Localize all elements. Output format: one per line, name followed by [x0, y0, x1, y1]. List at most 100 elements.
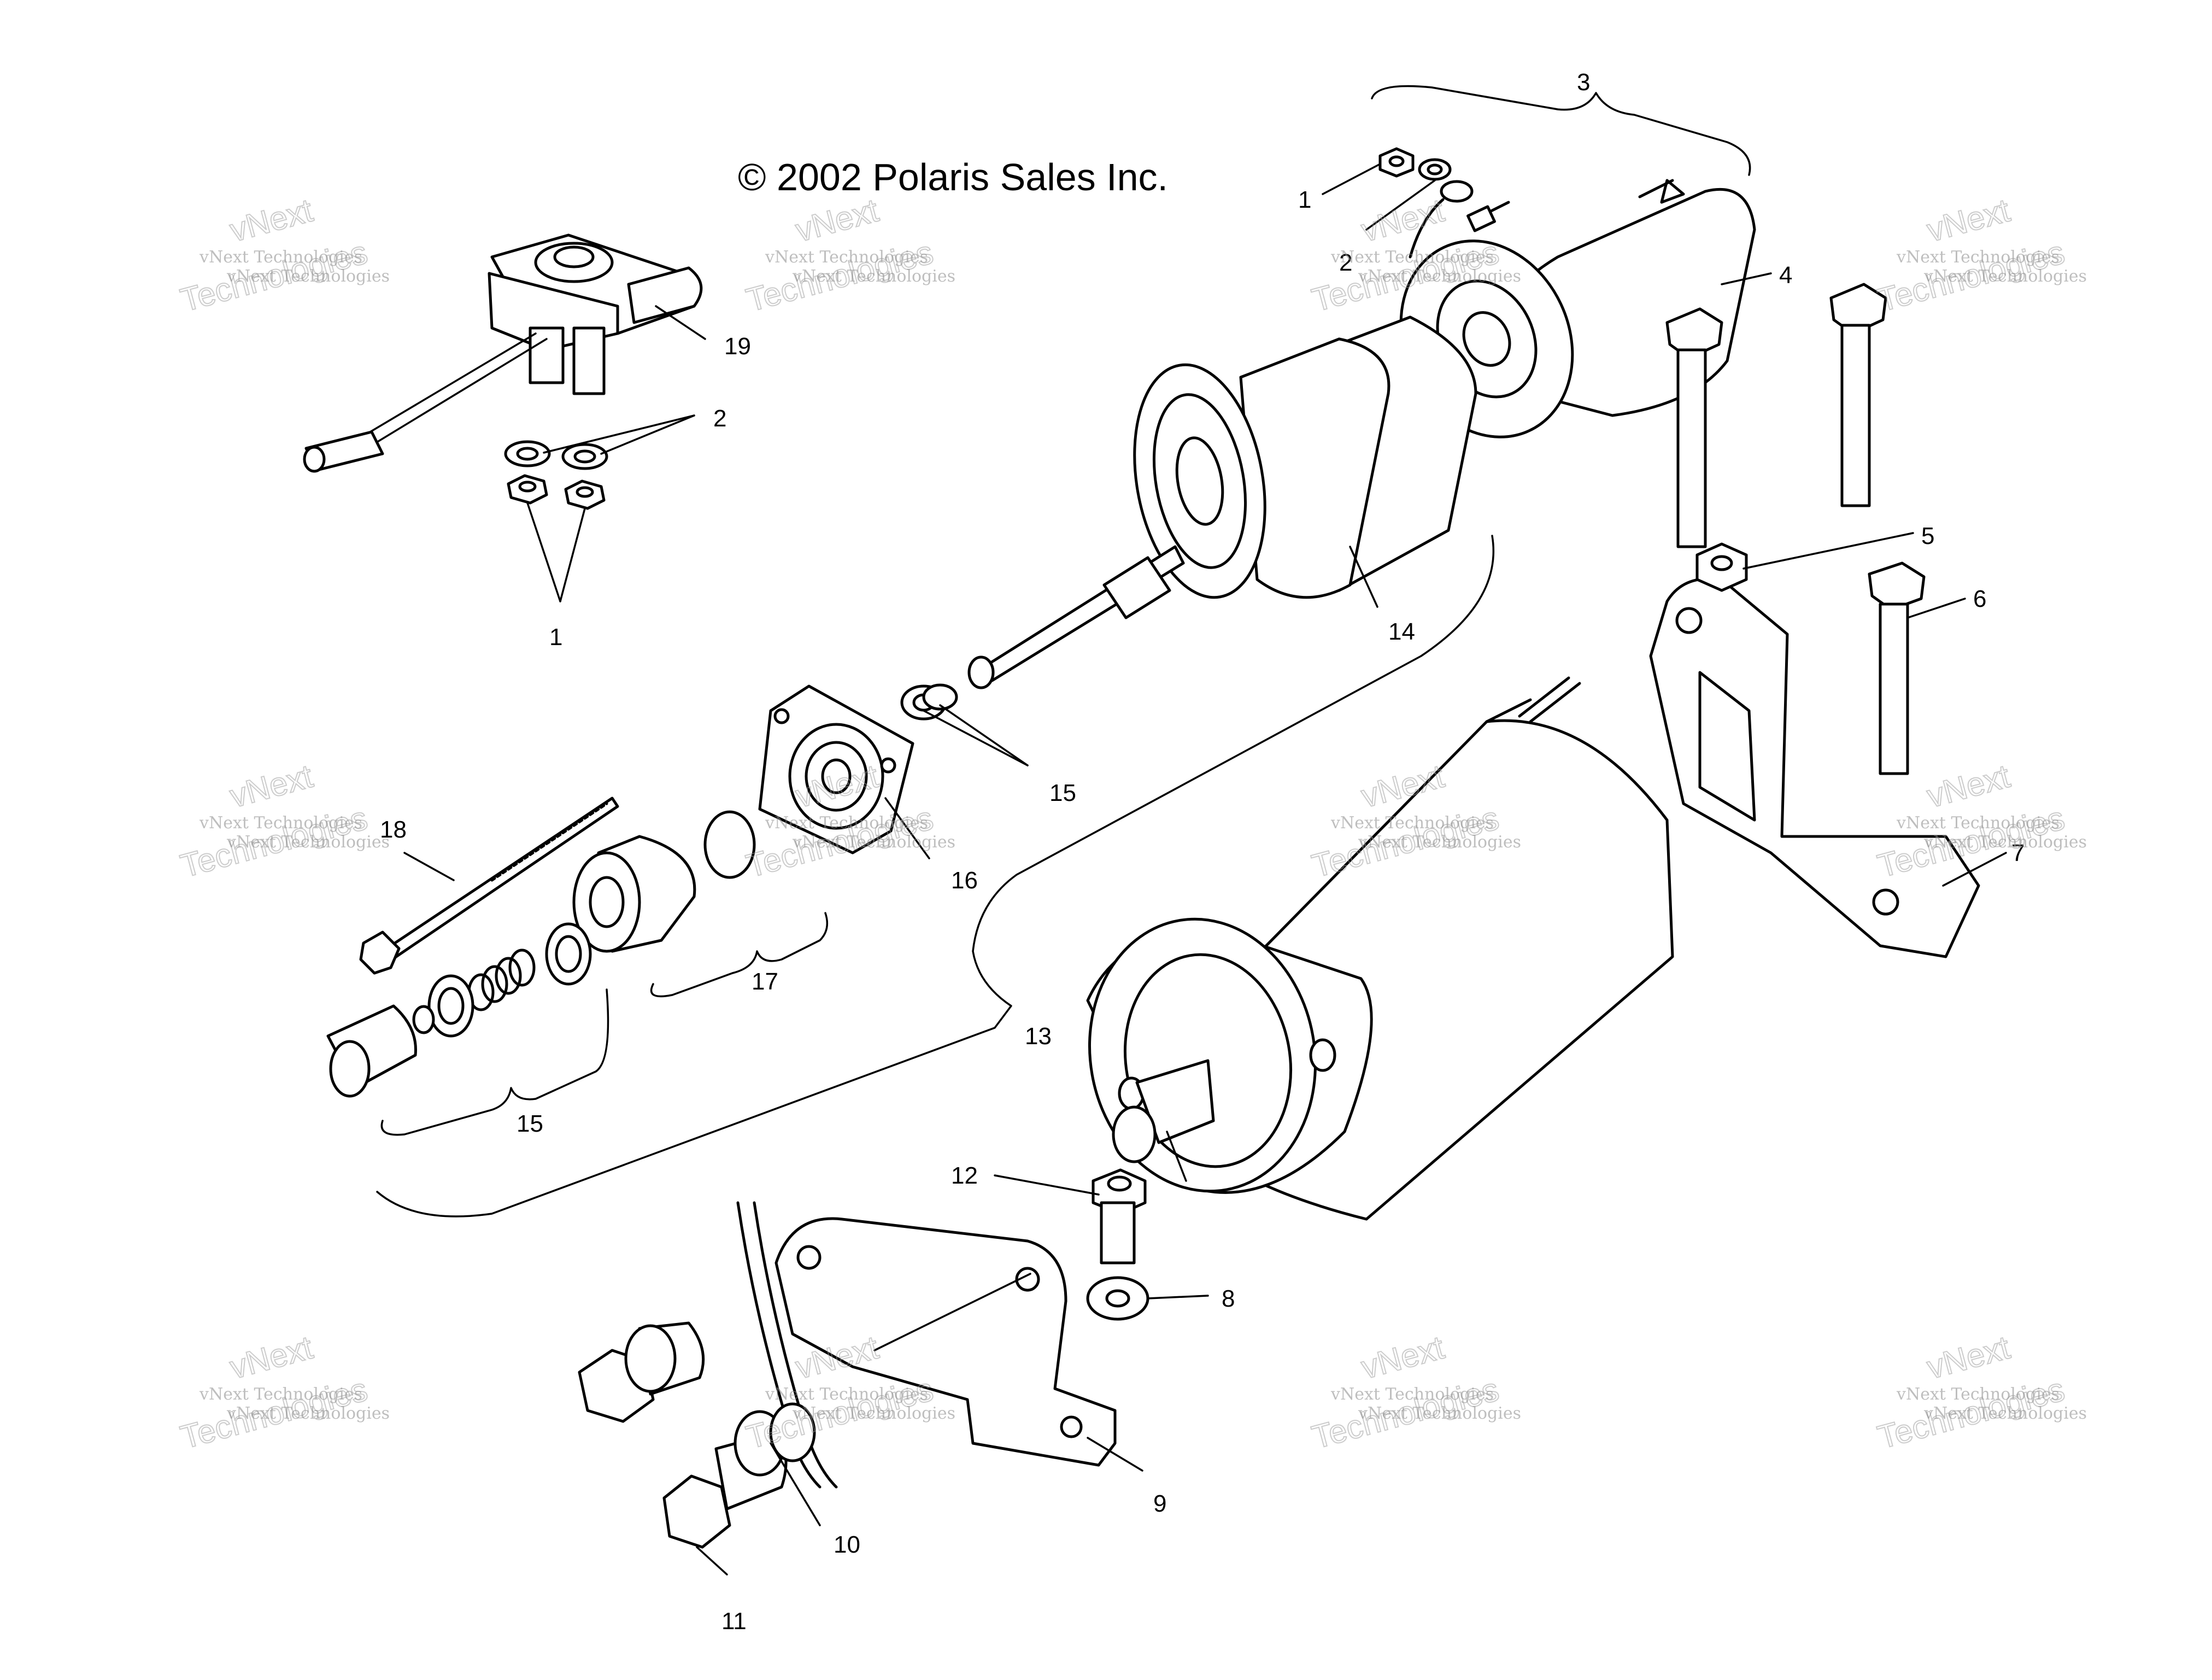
shim-disc: [703, 810, 756, 879]
leader-7: [1942, 852, 2007, 887]
callout-11: 11: [721, 1608, 747, 1635]
svg-text:vNext Technologies: vNext Technologies: [199, 813, 362, 833]
callout-1-left: 1: [549, 624, 562, 651]
callout-1-top: 1: [1298, 186, 1311, 213]
bolt-10: [578, 1321, 705, 1423]
svg-text:vNext: vNext: [1923, 1329, 2014, 1386]
group-bracket-15-lower: [380, 988, 609, 1136]
svg-text:vNext: vNext: [226, 1329, 316, 1386]
svg-text:vNext Technologies: vNext Technologies: [765, 1385, 928, 1404]
callout-10: 10: [834, 1531, 860, 1558]
leader-12: [994, 1174, 1100, 1196]
callout-4: 4: [1779, 262, 1792, 289]
watermark: vNext vNext Technologies Technologies vN…: [1873, 191, 2087, 319]
callout-16: 16: [951, 867, 978, 894]
svg-text:vNext: vNext: [791, 192, 882, 249]
watermark: vNext vNext Technologies Technologies vN…: [1873, 757, 2087, 885]
svg-text:vNext: vNext: [1923, 758, 2014, 815]
watermark: vNext vNext Technologies Technologies vN…: [176, 1328, 390, 1456]
callout-2-top: 2: [1339, 249, 1352, 276]
watermark: vNext vNext Technologies Technologies vN…: [176, 757, 390, 885]
front-plate: [758, 684, 914, 854]
svg-text:vNext: vNext: [226, 758, 316, 815]
svg-text:vNext Technologies: vNext Technologies: [765, 248, 928, 267]
svg-text:vNext: vNext: [1923, 192, 2014, 249]
leader-9: [1087, 1437, 1143, 1472]
svg-text:vNext: vNext: [1357, 192, 1448, 249]
svg-text:vNext Technologies: vNext Technologies: [1896, 1385, 2060, 1404]
mount-bolt-left: [1665, 307, 1723, 548]
svg-text:vNext: vNext: [1357, 1329, 1448, 1386]
leader-1b: [559, 507, 586, 602]
leader-1-top: [1322, 163, 1381, 195]
svg-text:vNext Technologies: vNext Technologies: [1923, 833, 2087, 852]
callout-12: 12: [951, 1162, 978, 1189]
svg-text:vNext Technologies: vNext Technologies: [226, 267, 390, 286]
pinion-gear: [572, 835, 696, 953]
watermark: vNext vNext Technologies Technologies vN…: [1307, 1328, 1521, 1456]
through-bolt: [359, 797, 619, 975]
svg-text:vNext Technologies: vNext Technologies: [1896, 248, 2060, 267]
lower-bracket: [736, 1201, 1117, 1489]
group-bracket-17: [650, 912, 829, 998]
svg-text:vNext Technologies: vNext Technologies: [1330, 1385, 1494, 1404]
leader-19: [655, 305, 706, 340]
svg-text:vNext Technologies: vNext Technologies: [226, 1404, 390, 1423]
leader-14: [1349, 546, 1378, 608]
svg-text:vNext Technologies: vNext Technologies: [1358, 833, 1521, 852]
armature-shaft: [967, 545, 1185, 689]
drive-sleeve: [326, 1004, 417, 1098]
leader-15b: [939, 704, 1029, 766]
callout-6: 6: [1973, 586, 1986, 612]
svg-text:vNext Technologies: vNext Technologies: [1358, 1404, 1521, 1423]
leader-2-top: [1365, 179, 1436, 231]
callout-8: 8: [1222, 1285, 1235, 1312]
mount-bracket-upper: [1649, 577, 1980, 958]
callout-3: 3: [1577, 69, 1590, 96]
svg-text:vNext Technologies: vNext Technologies: [765, 813, 928, 833]
callout-9: 9: [1153, 1490, 1166, 1517]
group-bracket-3: [1371, 85, 1751, 176]
group-bracket-13: [376, 535, 1495, 1217]
leader-4: [1721, 272, 1772, 285]
copyright-text: © 2002 Polaris Sales Inc.: [738, 156, 1168, 198]
callout-15-bottom: 15: [517, 1110, 543, 1137]
mount-bolt-right: [1829, 283, 1887, 507]
leader-11: [696, 1546, 728, 1576]
solenoid-washers: [504, 440, 608, 470]
svg-text:vNext Technologies: vNext Technologies: [1330, 248, 1494, 267]
bolt-11: [662, 1402, 816, 1549]
leader-6: [1906, 598, 1966, 619]
watermark: vNext vNext Technologies Technologies vN…: [1873, 1328, 2087, 1456]
svg-text:vNext Technologies: vNext Technologies: [226, 833, 390, 852]
washer-8: [1086, 1276, 1149, 1321]
callout-18: 18: [380, 816, 407, 843]
solenoid-assembly: [303, 233, 703, 473]
watermark: vNext vNext Technologies Technologies vN…: [742, 191, 955, 319]
svg-text:vNext Technologies: vNext Technologies: [1896, 813, 2060, 833]
leader-18: [403, 852, 455, 881]
callout-5: 5: [1921, 523, 1934, 549]
armature-housing: [1133, 315, 1477, 599]
svg-text:vNext Technologies: vNext Technologies: [199, 248, 362, 267]
svg-text:vNext Technologies: vNext Technologies: [792, 833, 955, 852]
svg-text:vNext Technologies: vNext Technologies: [1923, 1404, 2087, 1423]
watermark-grid: vNext vNext Technologies Technologies vN…: [176, 191, 2087, 1456]
leader-2a: [543, 414, 695, 454]
callout-2-left: 2: [713, 405, 726, 432]
mount-nut: [1695, 542, 1748, 592]
svg-text:vNext: vNext: [226, 192, 316, 249]
leader-5: [1742, 532, 1914, 570]
leader-pinion-13: [1166, 1131, 1187, 1182]
mount-bolt-lower: [1868, 561, 1926, 775]
svg-text:vNext Technologies: vNext Technologies: [792, 267, 955, 286]
starter-motor: [1086, 676, 1674, 1221]
leader-1a: [526, 502, 561, 602]
callout-14: 14: [1388, 618, 1415, 645]
leader-16: [884, 797, 930, 859]
shaft-washers: [900, 683, 958, 721]
svg-text:vNext Technologies: vNext Technologies: [792, 1404, 955, 1423]
svg-text:vNext Technologies: vNext Technologies: [1923, 267, 2087, 286]
svg-text:vNext Technologies: vNext Technologies: [1358, 267, 1521, 286]
svg-text:vNext Technologies: vNext Technologies: [199, 1385, 362, 1404]
